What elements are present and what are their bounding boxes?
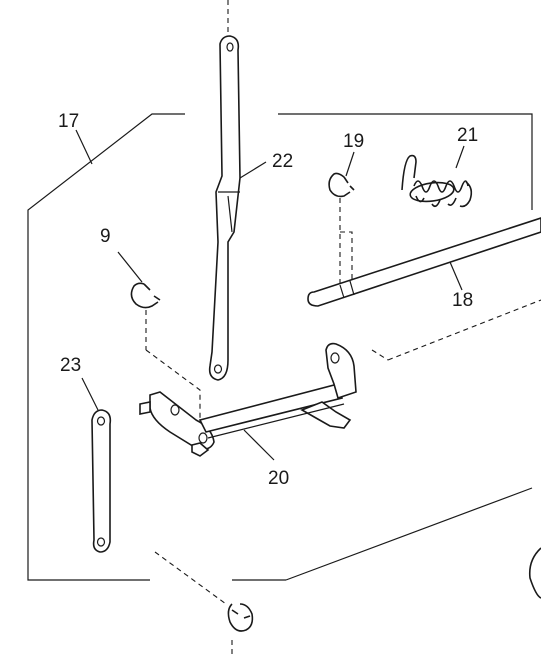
callout-22: 22 — [272, 151, 293, 172]
e-ring-bottom — [227, 603, 254, 632]
spring-part-21 — [401, 154, 473, 208]
callout-19: 19 — [343, 131, 364, 152]
assembly-outline — [27, 113, 541, 581]
callout-18: 18 — [452, 290, 473, 311]
callout-20: 20 — [268, 468, 289, 489]
callout-17: 17 — [58, 111, 79, 132]
partial-part-right-edge — [528, 547, 541, 599]
callout-23: 23 — [60, 355, 81, 376]
e-ring-part-9 — [130, 282, 161, 309]
leader-lines — [75, 129, 465, 461]
short-link-part-23 — [91, 409, 112, 553]
callout-21: 21 — [457, 125, 478, 146]
dashed-line-bottom — [154, 551, 227, 605]
long-link-part-22 — [208, 35, 241, 381]
e-ring-part-19 — [328, 172, 355, 198]
lever-part-20 — [139, 342, 357, 457]
dashed-bracket-19 — [340, 231, 353, 285]
callout-9: 9 — [100, 226, 111, 247]
shaft-part-18 — [307, 217, 541, 307]
dashed-bracket-9 — [145, 349, 201, 420]
